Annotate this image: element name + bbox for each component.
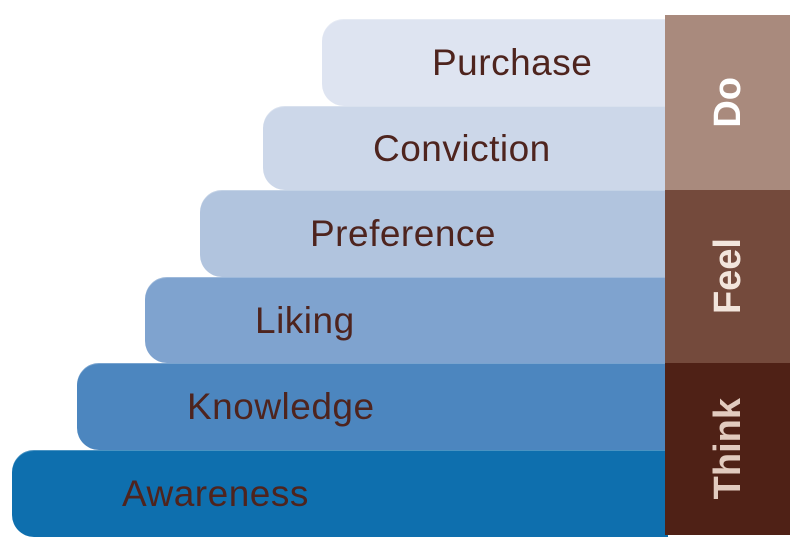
phase-section-think: Think <box>665 363 790 535</box>
phase-section-do: Do <box>665 15 790 190</box>
stage-label-liking: Liking <box>255 299 355 341</box>
stage-label-preference: Preference <box>310 213 496 254</box>
phase-label-think: Think <box>706 398 749 500</box>
phase-label-do: Do <box>706 77 749 128</box>
stage-bar-knowledge: Knowledge <box>77 363 668 450</box>
phase-label-feel: Feel <box>706 238 749 315</box>
stage-label-awareness: Awareness <box>122 473 309 514</box>
stage-bar-awareness: Awareness <box>12 450 668 537</box>
stage-bar-conviction: Conviction <box>263 106 668 190</box>
stage-bar-purchase: Purchase <box>322 19 668 106</box>
phase-section-feel: Feel <box>665 190 790 363</box>
stage-bar-liking: Liking <box>145 277 668 363</box>
stage-label-knowledge: Knowledge <box>187 386 375 427</box>
stage-label-conviction: Conviction <box>373 127 551 169</box>
stage-label-purchase: Purchase <box>432 42 593 83</box>
stage-bar-preference: Preference <box>200 190 668 277</box>
